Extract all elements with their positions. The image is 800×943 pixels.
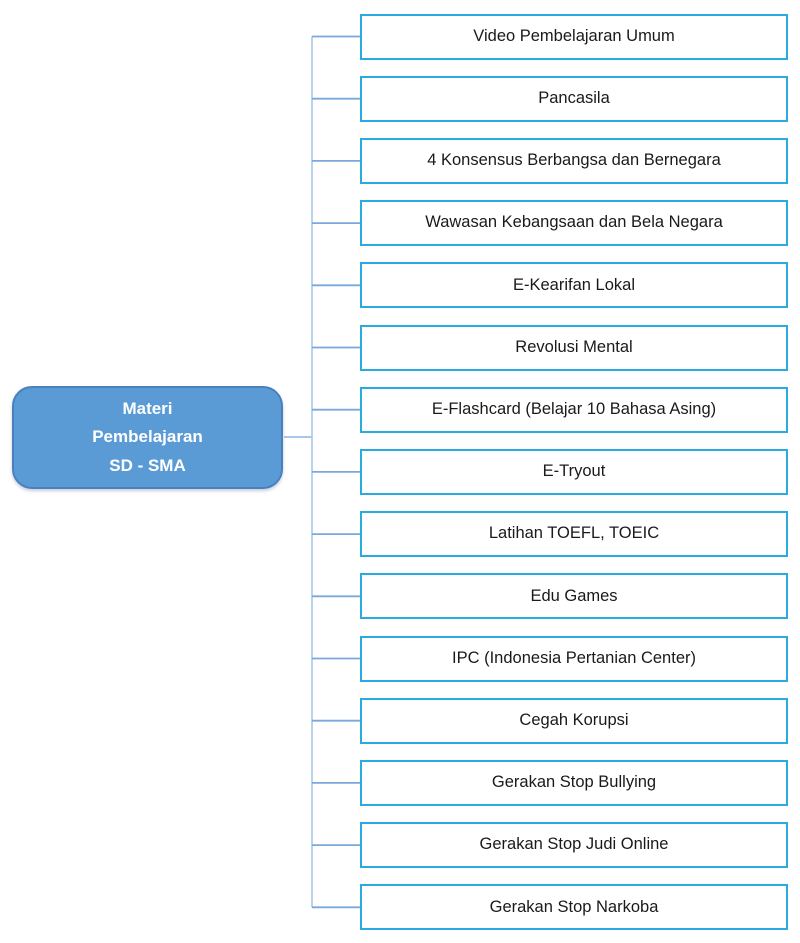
branch-node: Latihan TOEFL, TOEIC: [360, 511, 788, 558]
branch-node-label: IPC (Indonesia Pertanian Center): [452, 648, 696, 667]
root-node-label: Materi Pembelajaran SD - SMA: [92, 399, 203, 475]
branch-node: Gerakan Stop Judi Online: [360, 822, 788, 869]
branch-node-label: Latihan TOEFL, TOEIC: [488, 524, 660, 543]
branch-node: IPC (Indonesia Pertanian Center): [360, 635, 788, 682]
branch-node: Pancasila: [360, 75, 788, 122]
branch-node: Video Pembelajaran Umum: [360, 13, 788, 60]
branch-node-label: Gerakan Stop Narkoba: [489, 897, 659, 916]
branch-node: E-Flashcard (Belajar 10 Bahasa Asing): [360, 386, 788, 433]
branch-node-label: Cegah Korupsi: [519, 710, 629, 729]
branch-node: 4 Konsensus Berbangsa dan Bernegara: [360, 137, 788, 184]
branch-node: E-Tryout: [360, 448, 788, 495]
branch-node-label: Pancasila: [538, 88, 610, 107]
branch-node-label: E-Tryout: [542, 462, 606, 481]
branch-node: Gerakan Stop Bullying: [360, 759, 788, 806]
branch-node-label: E-Kearifan Lokal: [513, 275, 635, 294]
branch-node-label: Gerakan Stop Bullying: [491, 773, 657, 792]
branch-node: Cegah Korupsi: [360, 697, 788, 744]
root-node: Materi Pembelajaran SD - SMA: [12, 386, 283, 489]
branch-node: Wawasan Kebangsaan dan Bela Negara: [360, 200, 788, 247]
branch-node-label: Edu Games: [530, 586, 618, 605]
branch-node-label: Wawasan Kebangsaan dan Bela Negara: [425, 213, 723, 232]
branch-node-label: 4 Konsensus Berbangsa dan Bernegara: [427, 151, 721, 170]
branch-node: E-Kearifan Lokal: [360, 262, 788, 309]
branch-node-label: Video Pembelajaran Umum: [473, 26, 675, 45]
branch-node: Gerakan Stop Narkoba: [360, 884, 788, 931]
branch-node-label: Revolusi Mental: [515, 337, 633, 356]
branch-node-label: E-Flashcard (Belajar 10 Bahasa Asing): [431, 399, 717, 418]
branch-node: Edu Games: [360, 573, 788, 620]
branch-node: Revolusi Mental: [360, 324, 788, 371]
branch-node-label: Gerakan Stop Judi Online: [479, 835, 669, 854]
